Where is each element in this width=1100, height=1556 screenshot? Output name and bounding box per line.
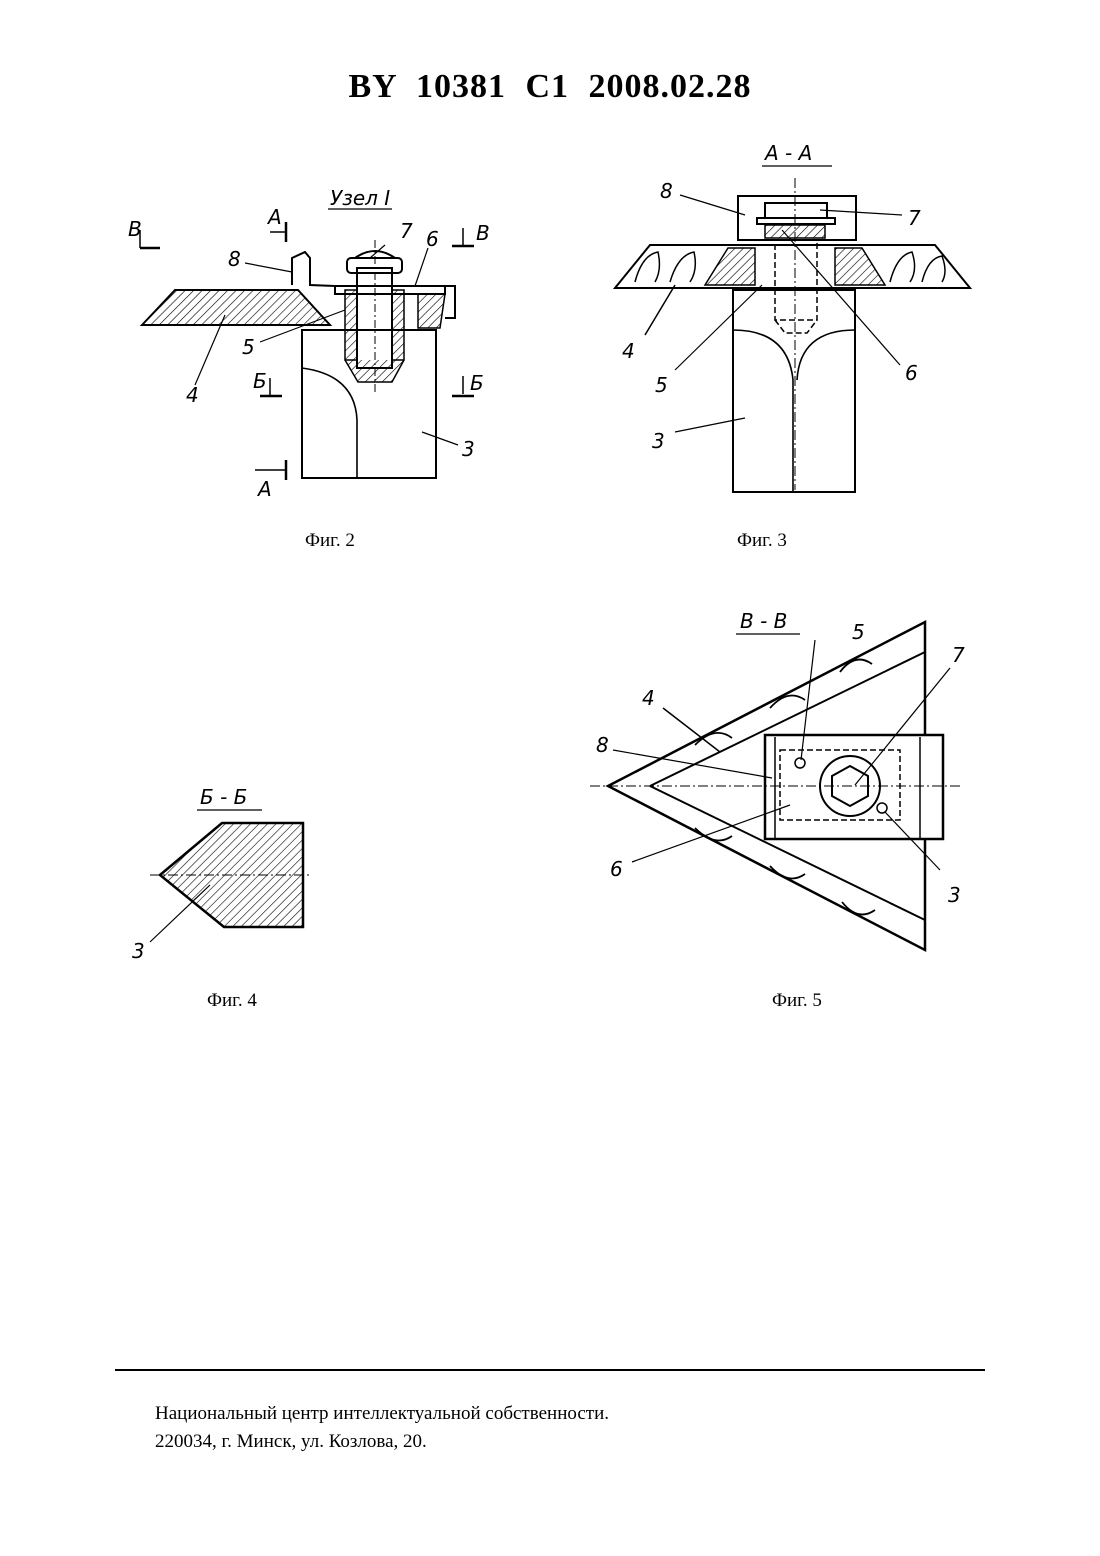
fig4-label-3: 3 bbox=[132, 939, 145, 963]
fig3-label-4: 4 bbox=[622, 339, 635, 363]
fig2-label-5: 5 bbox=[242, 335, 255, 359]
fig4-caption: Фиг. 4 bbox=[207, 990, 257, 1012]
fig5-label-5: 5 bbox=[852, 620, 865, 644]
fig5-label-8: 8 bbox=[596, 733, 609, 757]
fig5-label-6: 6 bbox=[610, 857, 623, 881]
figure-2: Узел I В В А А Б bbox=[0, 0, 550, 560]
holder-body bbox=[302, 330, 436, 478]
figure-3: А - А 8 7 6 4 5 3 Фиг. 3 bbox=[550, 0, 1100, 560]
fig2-section-b-left: Б bbox=[253, 369, 267, 393]
blade-serrated bbox=[615, 245, 970, 288]
fig2-label-4: 4 bbox=[186, 383, 199, 407]
footer-line-1: Национальный центр интеллектуальной собс… bbox=[155, 1400, 609, 1428]
fig2-section-b-right: Б bbox=[470, 371, 484, 395]
fig3-label-3: 3 bbox=[652, 429, 665, 453]
fig2-view-title: Узел I bbox=[330, 186, 390, 210]
fig2-caption: Фиг. 2 bbox=[305, 530, 355, 552]
fig3-view-title: А - А bbox=[763, 141, 812, 165]
fig2-label-3: 3 bbox=[462, 437, 475, 461]
fig2-label-8: 8 bbox=[228, 247, 241, 271]
fig5-label-4: 4 bbox=[642, 686, 655, 710]
fig2-section-a-bottom: А bbox=[256, 477, 272, 501]
fig5-label-3: 3 bbox=[948, 883, 961, 907]
footer: Национальный центр интеллектуальной собс… bbox=[155, 1400, 609, 1456]
fig3-label-7: 7 bbox=[908, 206, 921, 230]
footer-line-2: 220034, г. Минск, ул. Козлова, 20. bbox=[155, 1428, 609, 1456]
fig3-label-8: 8 bbox=[660, 179, 673, 203]
figure-4: Б - Б 3 Фиг. 4 bbox=[0, 760, 550, 1030]
blade-section bbox=[142, 290, 330, 325]
figure-5-drawing: В - В 5 7 4 8 6 3 bbox=[550, 600, 1100, 1030]
fig2-section-a-top: А bbox=[266, 205, 282, 229]
fig5-caption: Фиг. 5 bbox=[772, 990, 822, 1012]
fig3-label-6: 6 bbox=[905, 361, 918, 385]
footer-divider bbox=[115, 1369, 985, 1371]
figure-5: В - В 5 7 4 8 6 3 Фиг. 5 bbox=[550, 600, 1100, 1030]
fig2-label-7: 7 bbox=[400, 219, 413, 243]
fig4-view-title: Б - Б bbox=[200, 785, 247, 809]
fig2-section-v-left: В bbox=[128, 217, 142, 241]
fig3-caption: Фиг. 3 bbox=[737, 530, 787, 552]
fig5-label-7: 7 bbox=[952, 643, 965, 667]
fig5-view-title: В - В bbox=[740, 609, 787, 633]
figure-4-drawing: Б - Б 3 bbox=[0, 760, 550, 1030]
figure-3-drawing: А - А 8 7 6 4 5 3 bbox=[550, 0, 1100, 560]
fig2-label-6: 6 bbox=[426, 227, 439, 251]
fig3-label-5: 5 bbox=[655, 373, 668, 397]
fig2-section-v-right: В bbox=[476, 221, 490, 245]
figure-2-drawing: Узел I В В А А Б bbox=[0, 0, 550, 560]
